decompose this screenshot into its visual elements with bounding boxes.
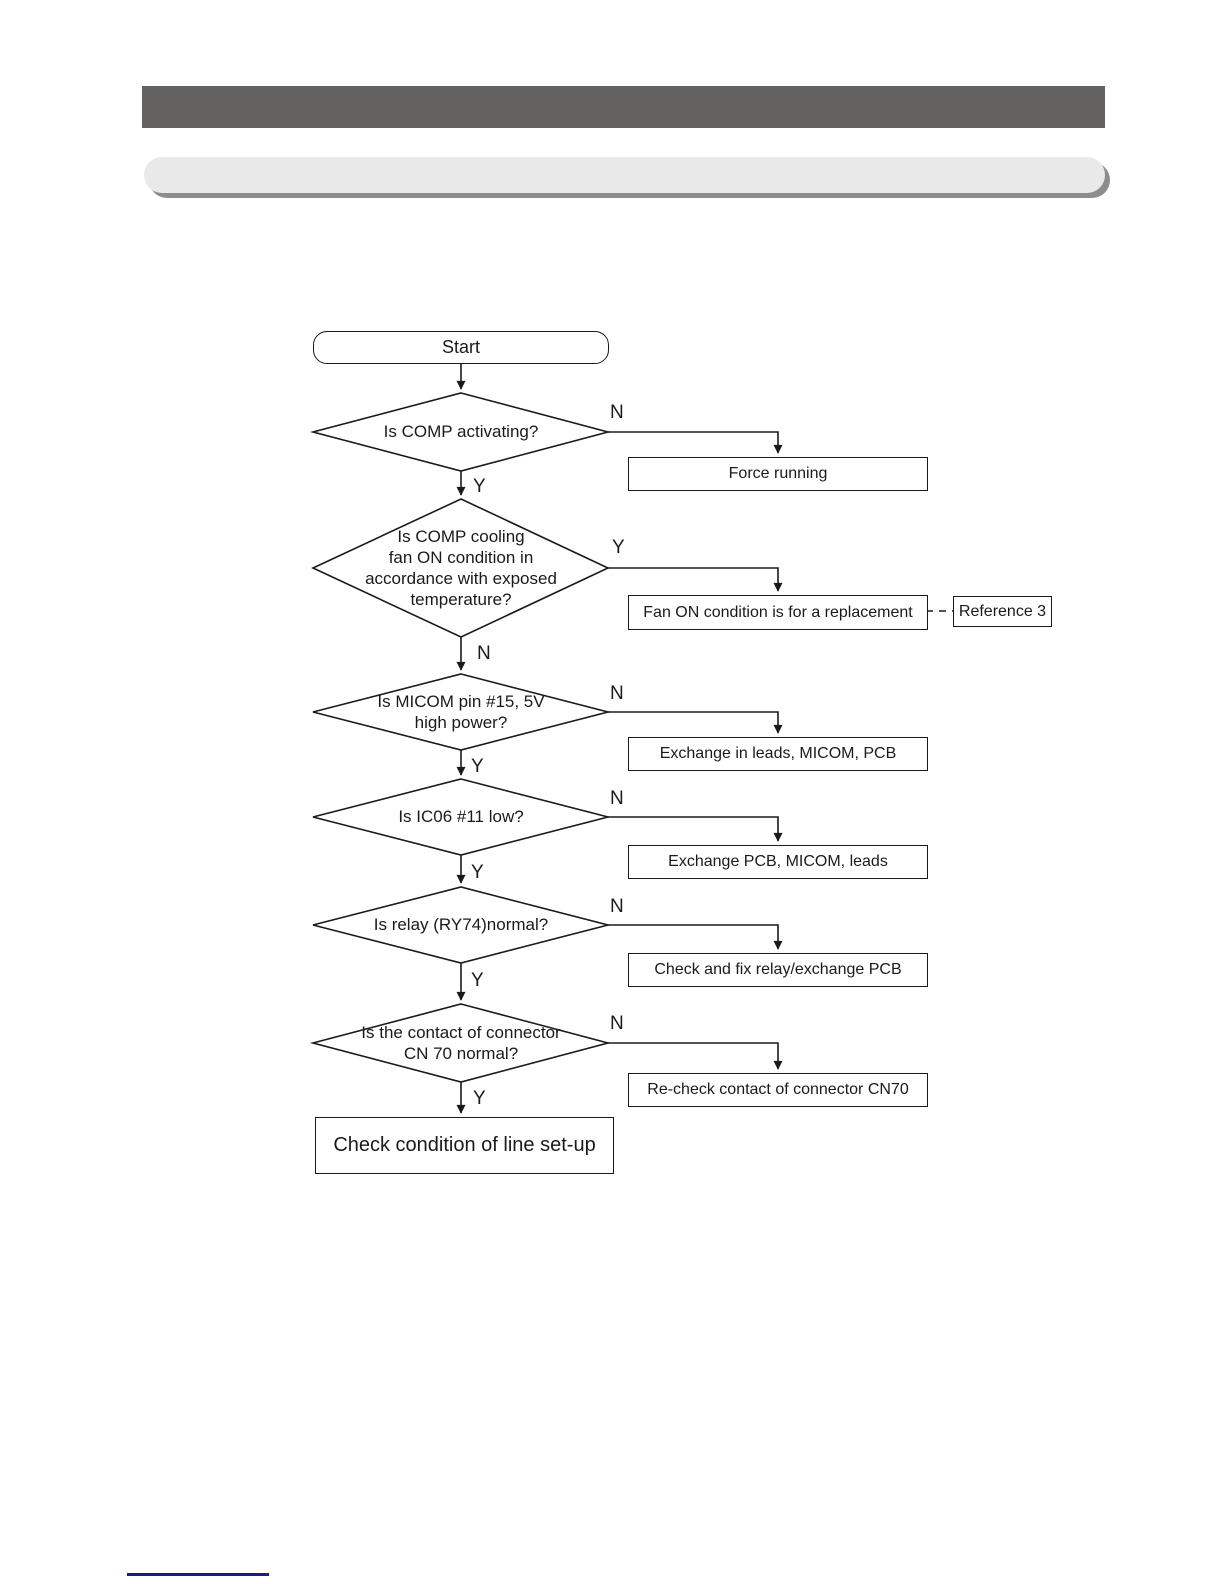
no-label-d6: N xyxy=(610,1013,624,1034)
no-label-d1: N xyxy=(610,402,624,423)
decision-relay-ry74: Is relay (RY74)normal? xyxy=(373,915,549,935)
yes-label-d4: Y xyxy=(471,862,484,883)
header-bar xyxy=(142,86,1105,128)
action-fan-on-replacement: Fan ON condition is for a replacement xyxy=(628,595,928,630)
yes-label-d5: Y xyxy=(471,970,484,991)
end-process-line-setup: Check condition of line set-up xyxy=(315,1117,614,1174)
connector-d4-no xyxy=(608,816,783,842)
decision-connector-cn70-outline xyxy=(309,1003,612,1083)
connector-d2-yes xyxy=(608,567,783,592)
decision-comp-activating-outline xyxy=(309,392,612,472)
footer-rule xyxy=(127,1573,269,1576)
decision-relay-ry74-outline xyxy=(312,886,612,964)
connector-lines xyxy=(456,362,953,1114)
yes-label-d2: Y xyxy=(612,537,625,558)
action-check-fix-relay: Check and fix relay/exchange PCB xyxy=(628,953,928,987)
decision-micom-pin15-outline xyxy=(312,673,612,751)
decision-connector-cn70: Is the contact of connector CN 70 normal… xyxy=(361,1022,561,1063)
decision-diamonds xyxy=(309,392,612,1083)
connector-d1-no xyxy=(608,431,783,454)
decision-comp-cooling-fan: Is COMP cooling fan ON condition in acco… xyxy=(365,526,557,610)
yes-label-d1: Y xyxy=(473,476,486,497)
connector-d5-no xyxy=(608,924,783,950)
action-exchange-pcb-micom-leads: Exchange PCB, MICOM, leads xyxy=(628,845,928,879)
no-label-d2: N xyxy=(477,643,491,664)
decision-comp-activating: Is COMP activating? xyxy=(383,422,539,442)
start-terminator: Start xyxy=(313,331,609,364)
connector-d3-no xyxy=(608,711,783,734)
yes-label-d6: Y xyxy=(473,1088,486,1109)
no-label-d5: N xyxy=(610,896,624,917)
action-recheck-cn70: Re-check contact of connector CN70 xyxy=(628,1073,928,1107)
no-label-d4: N xyxy=(610,788,624,809)
decision-comp-cooling-fan-outline xyxy=(311,498,610,638)
yes-label-d3: Y xyxy=(471,756,484,777)
action-exchange-leads-micom-pcb: Exchange in leads, MICOM, PCB xyxy=(628,737,928,771)
section-banner xyxy=(144,157,1105,193)
no-label-d3: N xyxy=(610,683,624,704)
connector-d6-no xyxy=(608,1042,783,1070)
reference-3-box: Reference 3 xyxy=(953,596,1052,627)
action-force-running: Force running xyxy=(628,457,928,491)
decision-ic06-11: Is IC06 #11 low? xyxy=(398,807,524,827)
decision-ic06-11-outline xyxy=(312,778,612,856)
decision-micom-pin15: Is MICOM pin #15, 5V high power? xyxy=(377,691,545,732)
